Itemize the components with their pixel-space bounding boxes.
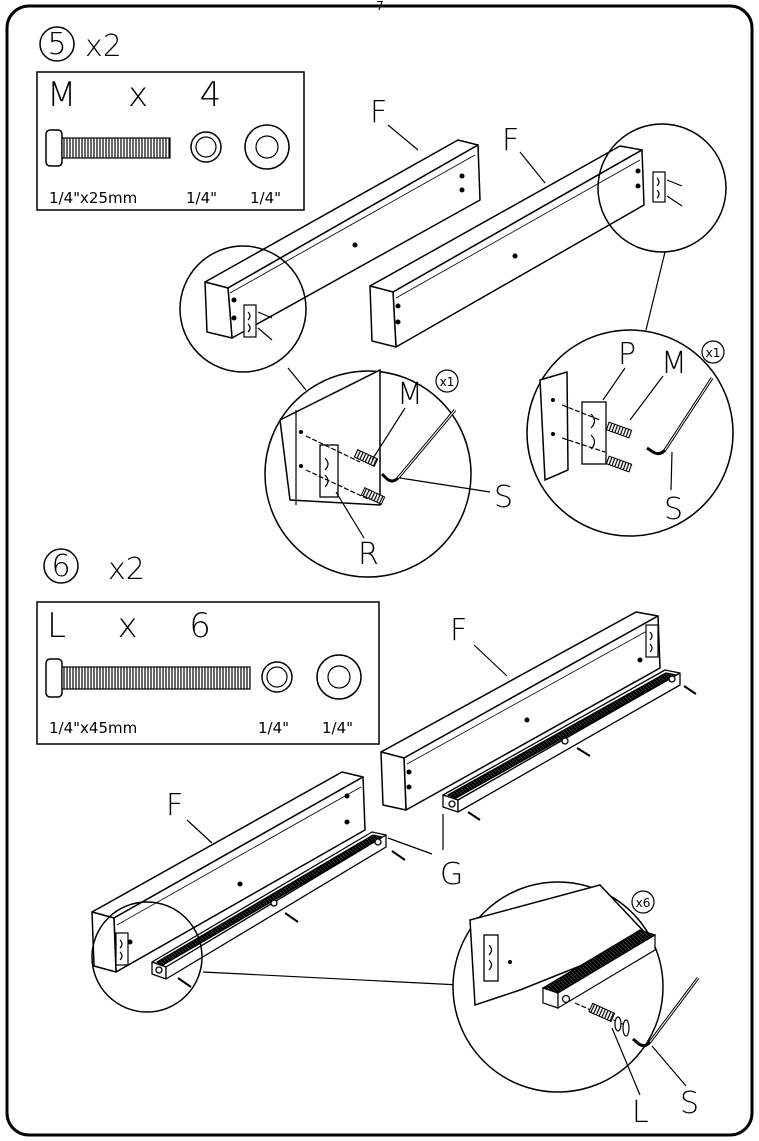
allen-wrench-step6 [632,977,700,1048]
bracket-small-left [243,304,273,341]
detail-circle-left-source [179,245,307,373]
side-rail-lower [91,771,366,973]
flat-washer-size-label: 1/4" [250,189,281,207]
step-5-number: 5 [47,27,66,62]
bolt-size-label: 1/4"x25mm [49,189,137,207]
callout-rail-upper: F [450,613,467,648]
page-border [5,4,754,1137]
screws-lower [177,850,406,988]
step-6: 6 x2 L x 6 1/4"x45mm 1/4" 1/4" [36,548,700,1130]
allen-wrench-left [380,409,457,483]
bracket-lower-rail [115,932,129,966]
lock-washer-size-label: 1/4" [186,189,217,207]
wrench-qty-step6: x6 [636,896,651,910]
slat-support-lower [151,831,387,980]
callout-rail-left: F [370,95,387,130]
slat-support-upper [442,669,681,813]
step-6-number: 6 [51,549,70,584]
wrench-qty-right: x1 [706,346,721,360]
flat-washer-icon [244,124,290,170]
screws-upper [467,685,697,821]
callout-rail-lower: F [166,788,183,823]
lock-washer-icon [261,661,293,693]
lock-washer-size-label: 1/4" [258,719,289,737]
hardware-box-title: L x 6 [47,606,221,646]
wrench-qty-circle-left [435,369,459,393]
callout-wrench-right: S [664,492,683,527]
callout-rail-right: F [502,123,519,158]
callout-wrench-step6: S [680,1086,699,1121]
detail-view-step6 [452,881,700,1093]
detail-view-right [526,329,734,537]
detail-circle-right-source [597,123,727,253]
callout-wrench-left: S [494,480,513,515]
side-rail-upper [380,611,661,811]
callout-bolt-right: M [661,346,687,381]
side-rail-left [204,139,481,339]
callout-bolt-left: M [397,377,423,412]
step-5: 5 x2 M x 4 1/4"x25mm 1/4" 1/4" [36,26,734,578]
bracket-small-right [652,171,683,207]
callout-bracket-right: P [618,337,636,372]
callout-bracket-left: R [358,537,379,572]
detail-view-left [264,368,472,578]
step-5-multiplier: x2 [85,29,122,64]
step-5-number-circle [39,26,75,62]
flat-washer-size-label: 1/4" [322,719,353,737]
detail-circle-step6-source [91,901,203,1013]
step-6-number-circle [43,548,79,584]
page-number: 7 [376,0,384,13]
bolt-45mm-icon [45,658,251,698]
wrench-qty-left: x1 [440,375,455,389]
wrench-qty-circle-step6 [631,890,655,914]
side-rail-right [369,145,645,348]
step-5-hardware-box: M x 4 1/4"x25mm 1/4" 1/4" [36,71,305,211]
step-6-hardware-box: L x 6 1/4"x45mm 1/4" 1/4" [36,601,380,745]
bracket-upper-rail [645,624,659,658]
callout-slat-support: G [440,857,463,892]
step-6-multiplier: x2 [108,552,145,587]
callout-bolt-step6: L [632,1095,649,1130]
flat-washer-icon [316,654,362,700]
hardware-box-title: M x 4 [47,75,231,115]
allen-wrench-right [646,377,714,456]
bolt-25mm-icon [45,129,171,167]
bolt-size-label: 1/4"x45mm [49,719,137,737]
lock-washer-icon [190,131,222,163]
wrench-qty-circle-right [701,340,725,364]
